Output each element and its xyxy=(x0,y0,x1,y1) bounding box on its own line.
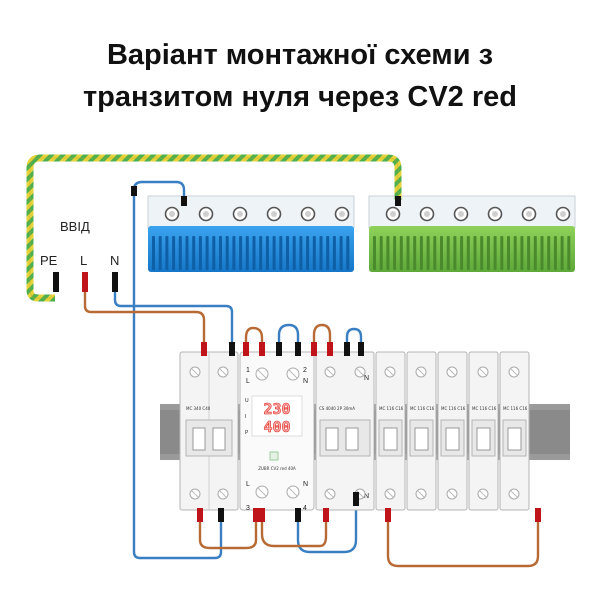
relay-terminal-n-bottom: N xyxy=(303,481,308,488)
relay-terminal-l-top: L xyxy=(246,378,250,385)
group-breaker: MC 116 C16 xyxy=(437,351,468,511)
relay-terminal-n-top: N xyxy=(303,378,308,385)
relay-terminal-3: 3 xyxy=(246,505,250,512)
group-breaker: MC 116 C16 xyxy=(499,351,530,511)
rcd: CS 4040 2P 30mA N N xyxy=(315,351,375,511)
rcd-n-top: N xyxy=(364,375,369,382)
terminal-ferrules xyxy=(131,186,541,522)
relay-terminal-4: 4 xyxy=(303,505,307,512)
rcd-n-bottom: N xyxy=(364,493,369,500)
ground-bus-bar xyxy=(368,195,576,272)
relay-terminal-1: 1 xyxy=(246,367,250,374)
phase-wires xyxy=(83,292,540,568)
main-breaker: MC 340 C40 xyxy=(179,351,239,511)
n-label: N xyxy=(110,253,119,268)
title-line-1: Варіант монтажної схеми з xyxy=(106,39,494,71)
neutral-bus-bar xyxy=(147,195,355,272)
relay-display-limit: 400 xyxy=(263,418,290,436)
relay-side-i: I xyxy=(245,414,246,420)
group-breaker: MC 116 C16 xyxy=(468,351,499,511)
group-breaker-label: MC 116 C16 xyxy=(410,406,435,411)
input-label: ВВІД xyxy=(60,219,90,234)
relay-terminal-l-bottom: L xyxy=(246,481,250,488)
pe-label: PE xyxy=(40,253,58,268)
relay-terminal-2: 2 xyxy=(303,367,307,374)
group-breaker: MC 116 C16 xyxy=(406,351,437,511)
voltage-relay-cv2: 230 400 ZUBR CV2 red 40A 1 2 L N L N 3 4… xyxy=(239,351,315,512)
main-breaker-label: MC 340 C40 xyxy=(186,406,211,411)
group-breakers: MC 116 C16 MC 116 C16 MC 116 C16 MC 116 C16… xyxy=(375,351,530,511)
rcd-label: CS 4040 2P 30mA xyxy=(319,406,355,411)
group-breaker: MC 116 C16 xyxy=(375,351,406,511)
diagram-title: Варіант монтажної схеми з транзитом нуля… xyxy=(0,34,600,118)
group-breaker-label: MC 116 C16 xyxy=(379,406,404,411)
title-line-2: транзитом нуля через CV2 red xyxy=(82,81,517,113)
group-breaker-label: MC 116 C16 xyxy=(472,406,497,411)
input-ferrules xyxy=(53,272,118,292)
relay-display-voltage: 230 xyxy=(263,400,290,418)
group-breaker-label: MC 116 C16 xyxy=(503,406,528,411)
group-breaker-label: MC 116 C16 xyxy=(441,406,466,411)
l-label: L xyxy=(80,253,87,268)
relay-brand: ZUBR CV2 red 40A xyxy=(258,466,296,471)
relay-side-p: P xyxy=(245,430,249,436)
relay-side-u: U xyxy=(245,398,249,404)
